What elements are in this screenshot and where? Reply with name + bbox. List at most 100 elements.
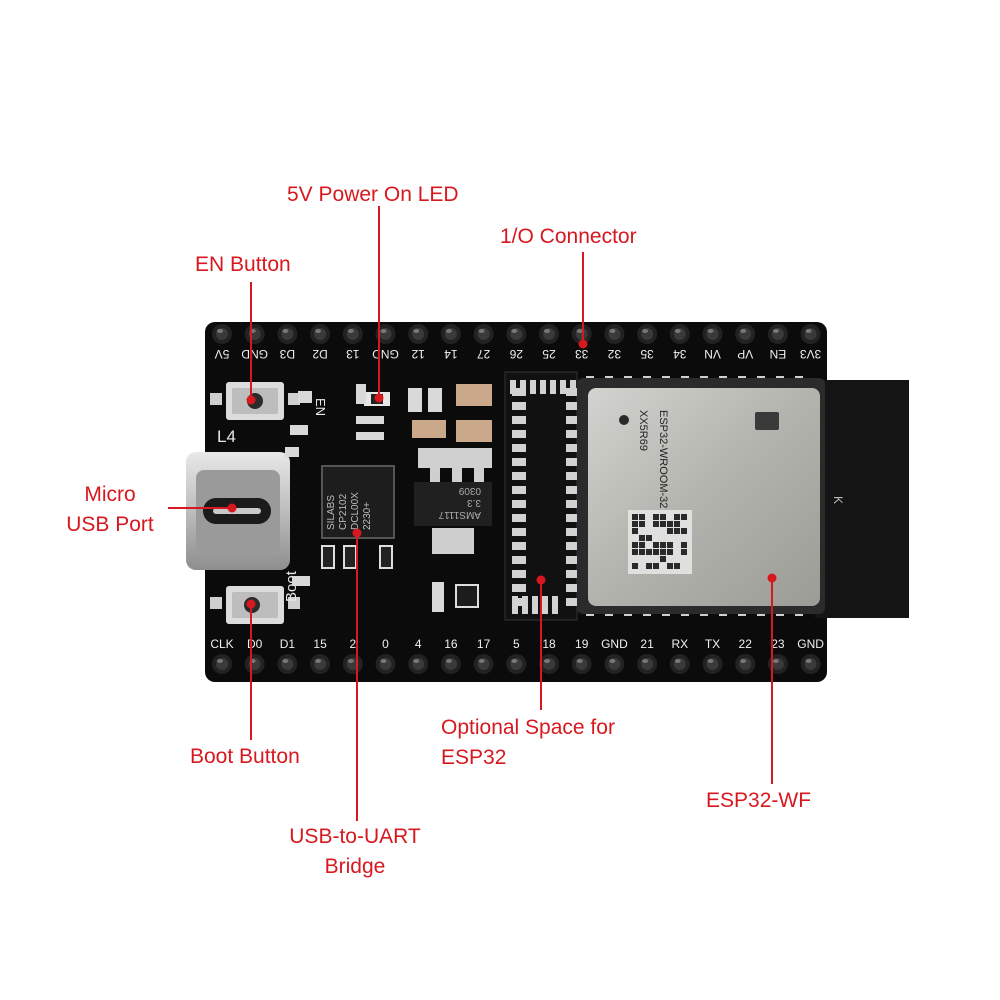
label-optional-space-line2: ESP32: [441, 746, 507, 769]
footprint-pad: [566, 570, 580, 578]
footprint-pad: [512, 528, 526, 536]
footprint-pad: [512, 416, 526, 424]
usb-uart-bridge-chip: SILABSCP2102DCL00X2230+: [321, 465, 395, 539]
pin-label: EN: [770, 347, 787, 361]
bottom-header-pins: [212, 654, 821, 674]
footprint-pad: [540, 380, 546, 394]
footprint-pad: [566, 458, 580, 466]
footprint-pad: [512, 388, 526, 396]
footprint-pad: [566, 444, 580, 452]
pin-label: 33: [575, 347, 589, 361]
footprint-pad: [566, 402, 580, 410]
silk-l4-text: L4: [217, 427, 236, 446]
label-esp32-wf: ESP32-WF: [706, 789, 812, 812]
label-en-button: EN Button: [195, 253, 291, 276]
pin-label: 3V3: [800, 347, 822, 361]
footprint-pad: [566, 528, 580, 536]
pin-label: 4: [415, 637, 422, 651]
top-header-pins: [212, 324, 821, 344]
footprint-pad: [566, 598, 580, 606]
pin-label: VN: [704, 347, 721, 361]
voltage-regulator: AMS11173.30309: [414, 448, 492, 554]
footprint-pad: [522, 596, 528, 614]
label-micro-usb: Micro USB Port: [60, 480, 160, 540]
footprint-pad: [566, 584, 580, 592]
footprint-pad: [566, 500, 580, 508]
silk-en-text: EN: [313, 398, 328, 416]
footprint-pad: [566, 514, 580, 522]
silk-boot-text: Boot: [283, 570, 300, 602]
pin-label: TX: [705, 637, 720, 651]
usb-uart-leader: [356, 533, 358, 821]
bridge-chip-text-line: SILABS: [326, 495, 337, 530]
pin-label: 17: [477, 637, 491, 651]
footprint-pad: [530, 380, 536, 394]
pin-label: 25: [542, 347, 556, 361]
footprint-pad: [550, 380, 556, 394]
pin-label: 5: [513, 637, 520, 651]
bridge-chip-text-line: CP2102: [338, 493, 349, 530]
footprint-pad: [566, 472, 580, 480]
pin-label: 35: [640, 347, 654, 361]
svg-text:ESP32-WROOM-32XX5R69: ESP32-WROOM-32XX5R69: [637, 410, 669, 508]
pin-label: 34: [673, 347, 687, 361]
bridge-chip-text-line: DCL00X: [350, 492, 361, 530]
regulator-text-line: 0309: [458, 485, 481, 496]
esp32-wf-leader: [771, 578, 773, 784]
footprint-pad: [512, 458, 526, 466]
label-power-led: 5V Power On LED: [287, 183, 459, 206]
footprint-pad: [512, 402, 526, 410]
pin-label: 0: [382, 637, 389, 651]
pin-label: 15: [313, 637, 327, 651]
pin-label: 14: [444, 347, 458, 361]
footprint-pad: [566, 486, 580, 494]
label-boot-button: Boot Button: [190, 745, 300, 768]
pin-label: 27: [477, 347, 491, 361]
pin-label: 16: [444, 637, 458, 651]
pin-label: 19: [575, 637, 589, 651]
footprint-pad: [512, 556, 526, 564]
footprint-pad: [532, 596, 538, 614]
boot-button-leader: [250, 604, 252, 740]
en-button-leader: [250, 282, 252, 400]
footprint-pad: [566, 556, 580, 564]
regulator-text-line: AMS1117: [438, 509, 481, 520]
pin-label: GND: [797, 637, 824, 651]
io-connector-leader: [582, 252, 584, 344]
module-antenna: [815, 380, 909, 618]
bridge-chip-text-line: 2230+: [362, 502, 373, 530]
boot-button-dot: [246, 599, 256, 609]
power-led-leader: [378, 206, 380, 398]
label-usb-uart-line2: Bridge: [324, 855, 386, 878]
label-usb-uart-line1: USB-to-UART: [289, 825, 421, 848]
footprint-pad: [542, 596, 548, 614]
pin-label: 13: [346, 347, 360, 361]
label-micro-usb-line1: Micro: [84, 483, 136, 506]
pin-label: VP: [737, 347, 753, 361]
pin-label: 2: [349, 637, 356, 651]
footprint-pad: [512, 584, 526, 592]
esp32-wf-dot: [767, 573, 777, 583]
micro-usb-dot: [227, 503, 237, 513]
footprint-pad: [512, 486, 526, 494]
footprint-pad: [566, 542, 580, 550]
pin-label: D3: [279, 347, 295, 361]
pin-label: RX: [671, 637, 688, 651]
footprint-pad: [512, 598, 526, 606]
optional-space-leader: [540, 580, 542, 710]
pin-label: GND: [601, 637, 628, 651]
pin-label: 21: [640, 637, 654, 651]
pin-label: CLK: [210, 637, 233, 651]
pin-label: 32: [607, 347, 621, 361]
en-button-dot: [246, 395, 256, 405]
label-io-connector: 1/O Connector: [500, 225, 637, 248]
label-usb-uart: USB-to-UART Bridge: [270, 822, 440, 882]
footprint-pad: [566, 430, 580, 438]
footprint-pad: [560, 380, 566, 394]
footprint-pad: [520, 380, 526, 394]
footprint-pad: [512, 596, 518, 614]
footprint-pad: [552, 596, 558, 614]
